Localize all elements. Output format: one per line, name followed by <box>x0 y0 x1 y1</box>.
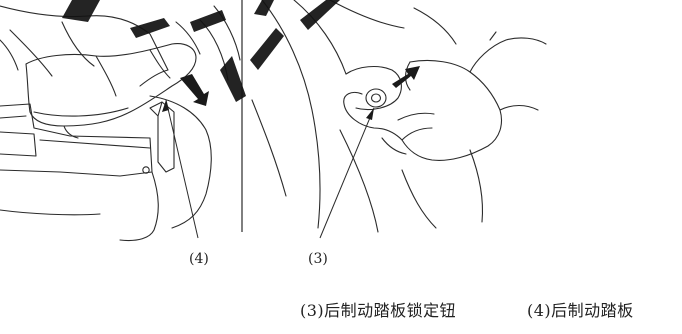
scooter-body-right <box>261 0 321 229</box>
press-down-arrow <box>180 74 209 106</box>
trouser-fold <box>9 29 53 77</box>
leader-line-3 <box>319 107 375 239</box>
leader-arrowhead-4 <box>162 100 169 112</box>
legend-item-brake-pedal: (4)后制动踏板 <box>527 301 634 320</box>
leader-line-4 <box>165 99 199 239</box>
right-panel-drawing <box>251 0 547 233</box>
rear-brake-lock-button <box>365 88 387 108</box>
body-screw <box>142 166 150 174</box>
hand <box>343 59 503 161</box>
push-arrow <box>392 66 420 88</box>
shoe <box>25 43 197 127</box>
trouser-leg <box>0 5 169 87</box>
rear-brake-pedal <box>149 101 175 173</box>
callout-label-4: (4) <box>189 251 209 267</box>
left-panel-drawing <box>0 5 241 242</box>
footboard <box>0 103 153 177</box>
callout-label-3: (3) <box>308 251 328 267</box>
lock-button-housing <box>345 65 402 111</box>
watermark-strokes <box>62 0 340 102</box>
legend-item-lock-button: (3)后制动踏板锁定钮 <box>300 301 457 320</box>
scooter-body-left <box>149 95 212 229</box>
leader-arrowhead-3 <box>366 108 374 120</box>
